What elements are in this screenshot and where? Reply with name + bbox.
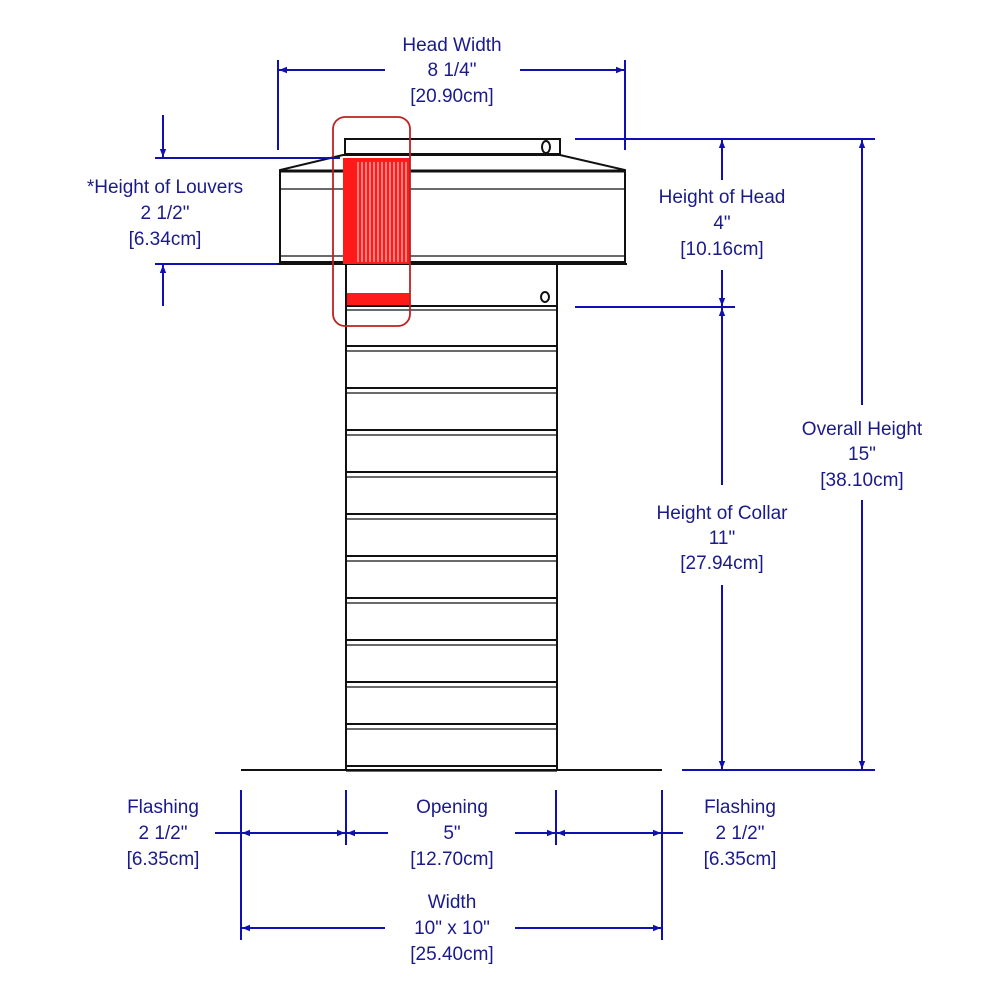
dim-collar-height: Height of Collar 11" [27.94cm] (657, 308, 789, 769)
overall-height-label: Overall Height (802, 419, 923, 440)
collar-height-label: Height of Collar (657, 503, 789, 524)
flashing-left-label: Flashing (127, 797, 199, 818)
vent-head (278, 138, 627, 265)
flashing-left-inches: 2 1/2" (138, 823, 187, 844)
opening-label: Opening (416, 797, 488, 818)
flashing-right-cm: [6.35cm] (704, 849, 777, 870)
head-height-inches: 4" (713, 213, 730, 234)
head-width-inches: 8 1/4" (427, 60, 476, 81)
dim-head-height: Height of Head 4" [10.16cm] (575, 138, 875, 308)
width-inches: 10" x 10" (414, 918, 490, 939)
opening-cm: [12.70cm] (410, 849, 493, 870)
dim-louvers: *Height of Louvers 2 1/2" [6.34cm] (87, 115, 340, 306)
head-height-label: Height of Head (659, 187, 786, 208)
flashing-right-label: Flashing (704, 797, 776, 818)
dim-head-width: Head Width 8 1/4" [20.90cm] (277, 35, 626, 150)
louvers-inches: 2 1/2" (140, 203, 189, 224)
collar-height-cm: [27.94cm] (680, 553, 763, 574)
head-height-cm: [10.16cm] (680, 239, 763, 260)
head-width-label: Head Width (402, 35, 501, 56)
louvers-cm: [6.34cm] (129, 229, 202, 250)
flashing-right-inches: 2 1/2" (715, 823, 764, 844)
vent-collar (345, 264, 558, 772)
louvers-label: *Height of Louvers (87, 177, 243, 198)
dim-bottom: Flashing 2 1/2" [6.35cm] Opening 5" [12.… (127, 790, 777, 965)
opening-inches: 5" (443, 823, 460, 844)
overall-height-cm: [38.10cm] (820, 470, 903, 491)
collar-height-inches: 11" (709, 528, 735, 549)
louver-highlight (332, 116, 411, 327)
flashing-left-cm: [6.35cm] (127, 849, 200, 870)
width-cm: [25.40cm] (410, 944, 493, 965)
overall-height-inches: 15" (848, 444, 876, 465)
head-width-cm: [20.90cm] (410, 86, 493, 107)
width-label: Width (428, 892, 477, 913)
rivet-icon (540, 291, 550, 303)
dim-overall-height: Overall Height 15" [38.10cm] (682, 140, 923, 771)
rivet-icon (541, 140, 551, 154)
